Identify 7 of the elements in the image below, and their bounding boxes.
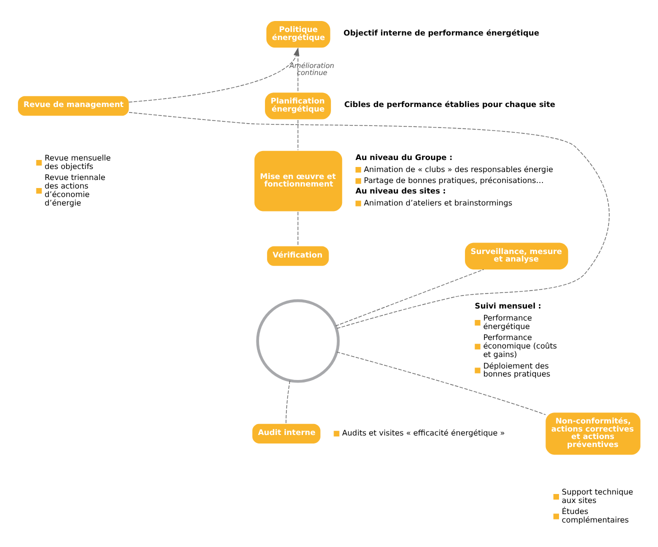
- arrow: [128, 46, 300, 102]
- node-circle: [256, 298, 340, 382]
- connector: [128, 112, 610, 328]
- edge-label: Amélioration continue: [290, 60, 334, 77]
- connector: [286, 380, 290, 423]
- connector: [335, 268, 484, 326]
- connector: [336, 351, 546, 415]
